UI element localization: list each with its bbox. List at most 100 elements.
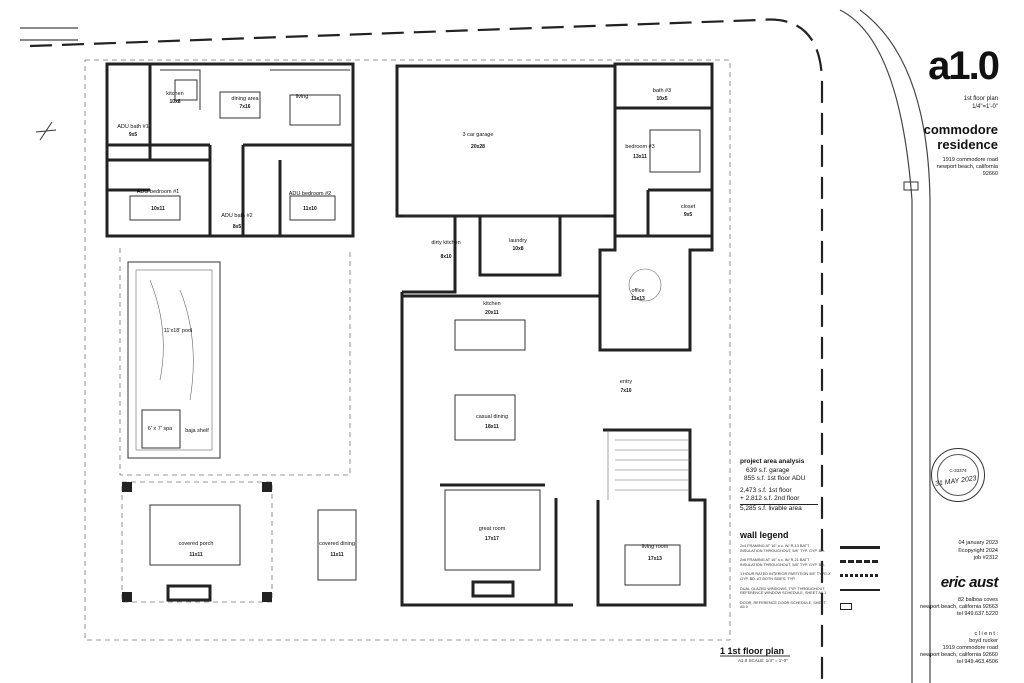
legend-swatch	[840, 560, 880, 564]
wall-legend-heading: wall legend	[740, 530, 789, 540]
room-area-bath-3: 10x5	[656, 96, 667, 102]
legend-row: 1 HOUR RATED INTERIOR PARTITION 5/8" TYP…	[740, 572, 890, 581]
stamp-license: C-33374	[949, 468, 967, 473]
room-label-office: office	[631, 288, 644, 294]
project-name-line1: commodore	[923, 122, 998, 137]
room-label-living: living	[296, 94, 309, 100]
room-label-bath-3: bath #3	[653, 88, 671, 94]
room-label-kitchen-adu: kitchen	[166, 91, 183, 97]
room-label-living-room: living room	[642, 544, 669, 550]
firm-address: 82 balboa coves newport beach, californi…	[920, 597, 998, 617]
setback-line	[84, 59, 731, 641]
spa-label: 6' x 7' spa	[148, 426, 173, 432]
legend-row: 2x4 FRAMING AT 16" o.c. W/ R-13 BATT INS…	[740, 544, 890, 553]
room-area-covered-dining: 11x11	[330, 552, 344, 558]
outdoor-fireplace	[166, 584, 212, 602]
room-area-garage: 20x28	[471, 144, 485, 150]
room-label-great-room: great room	[479, 526, 506, 532]
area-line: 5,285 s.f. livable area	[740, 503, 818, 514]
room-label-laundry: laundry	[509, 238, 527, 244]
area-line: 2,473 s.f. 1st floor	[740, 486, 792, 494]
room-area-laundry: 10x8	[512, 246, 523, 252]
casual-dining-table	[454, 394, 516, 441]
drawing-title: 1 1st floor plan	[720, 646, 785, 656]
room-area-bedroom-3: 13x11	[633, 154, 647, 160]
room-area-living-room: 17x13	[648, 556, 662, 562]
garage-outline	[395, 64, 617, 218]
date-block: 04 january 2023 ©copyright 2024 job #231…	[957, 540, 998, 561]
legend-swatch	[840, 588, 880, 591]
project-area-analysis: project area analysis 639 s.f. garage 85…	[740, 458, 818, 513]
room-label-entry: entry	[620, 379, 632, 385]
adu-dining-table	[219, 91, 261, 119]
sheet-title: 1st floor plan	[963, 96, 998, 102]
room-label-adu-bath-2: ADU bath #2	[221, 213, 253, 219]
room-area-kitchen-main: 20x11	[485, 310, 499, 316]
living-room-seating	[624, 544, 681, 586]
room-label-kitchen-main: kitchen	[483, 301, 500, 307]
room-label-covered-porch: covered porch	[179, 541, 214, 547]
room-area-adu-bedroom-2: 11x10	[303, 206, 317, 212]
pool-label: 11'x18' pool	[164, 328, 193, 334]
legend-swatch	[840, 602, 852, 610]
room-area-kitchen-adu: 10x8	[169, 99, 180, 105]
adu-bed-2	[289, 195, 336, 221]
outdoor-dining-table	[317, 509, 357, 581]
room-label-adu-bedroom-2: ADU bedroom #2	[289, 191, 332, 197]
client-block: c l i e n t : boyd rucker 1919 commodore…	[920, 631, 998, 665]
room-label-dining-area: dining area	[231, 96, 259, 102]
area-line: + 2,812 s.f. 2nd floor	[740, 495, 800, 502]
project-name-line2: residence	[937, 137, 998, 152]
adu-bed-1	[129, 195, 181, 221]
legend-row: 2x6 FRAMING AT 16" o.c. W/ R-21 BATT INS…	[740, 558, 890, 567]
room-area-closet: 9x5	[684, 212, 693, 218]
covered-porch-outline	[121, 481, 273, 603]
porch-seating	[149, 504, 241, 566]
project-address: 1919 commodore road newport beach, calif…	[936, 157, 998, 177]
property-line	[29, 18, 824, 683]
main-house-outline	[400, 216, 714, 607]
kitchen-island	[174, 79, 198, 101]
room-area-adu-bath-1: 9x5	[129, 132, 138, 138]
room-label-garage: 3 car garage	[463, 132, 494, 138]
sheet-number: a1.0	[928, 44, 1000, 88]
area-analysis-heading: project area analysis	[740, 458, 805, 465]
north-arrow-icon	[35, 121, 57, 141]
room-area-adu-bath-2: 8x5	[233, 224, 242, 230]
adu-outline	[105, 62, 355, 238]
kitchen-island-main	[454, 319, 526, 351]
legend-swatch	[840, 574, 880, 578]
room-label-closet: closet	[681, 204, 696, 210]
wall-legend: wall legend 2x4 FRAMING AT 16" o.c. W/ R…	[740, 530, 890, 615]
room-label-casual-dining: casual dining	[476, 414, 508, 420]
room-label-adu-bath-1: ADU bath #1	[117, 124, 149, 130]
spa	[141, 409, 181, 449]
room-area-covered-porch: 11x11	[189, 552, 203, 558]
meter-box	[903, 181, 919, 191]
great-room-seating	[444, 489, 541, 571]
room-area-great-room: 17x17	[485, 536, 499, 542]
fireplace	[471, 580, 515, 598]
room-label-covered-dining: covered dining	[319, 541, 355, 547]
sheet-scale: 1/4"=1'-0"	[972, 104, 998, 110]
street-curb	[839, 9, 913, 683]
room-label-bedroom-3: bedroom #3	[625, 144, 654, 150]
room-area-entry: 7x10	[620, 388, 631, 394]
firm-logo: eric aust	[940, 574, 999, 591]
legend-row: DUAL GLAZED WINDOWS, TYP. THROUGHOUT, RE…	[740, 587, 890, 596]
room-area-dining-area: 7x16	[239, 104, 250, 110]
architect-stamp: C-33374	[931, 448, 985, 502]
area-line: 639 s.f. garage	[746, 466, 790, 474]
pool-outline	[127, 261, 221, 459]
room-area-casual-dining: 18x11	[485, 424, 499, 430]
bedroom3-wing	[613, 62, 714, 238]
room-label-dirty-kitchen: dirty kitchen	[431, 240, 460, 246]
bed-3	[649, 129, 701, 173]
room-area-dirty-kitchen: 8x10	[440, 254, 451, 260]
baja-shelf-label: baja shelf	[185, 428, 209, 434]
stair	[607, 430, 690, 500]
room-label-adu-bedroom-1: ADU bedroom #1	[137, 189, 180, 195]
drawing-scale: A1.0 SCALE: 1/4" = 1'-0"	[738, 658, 788, 663]
